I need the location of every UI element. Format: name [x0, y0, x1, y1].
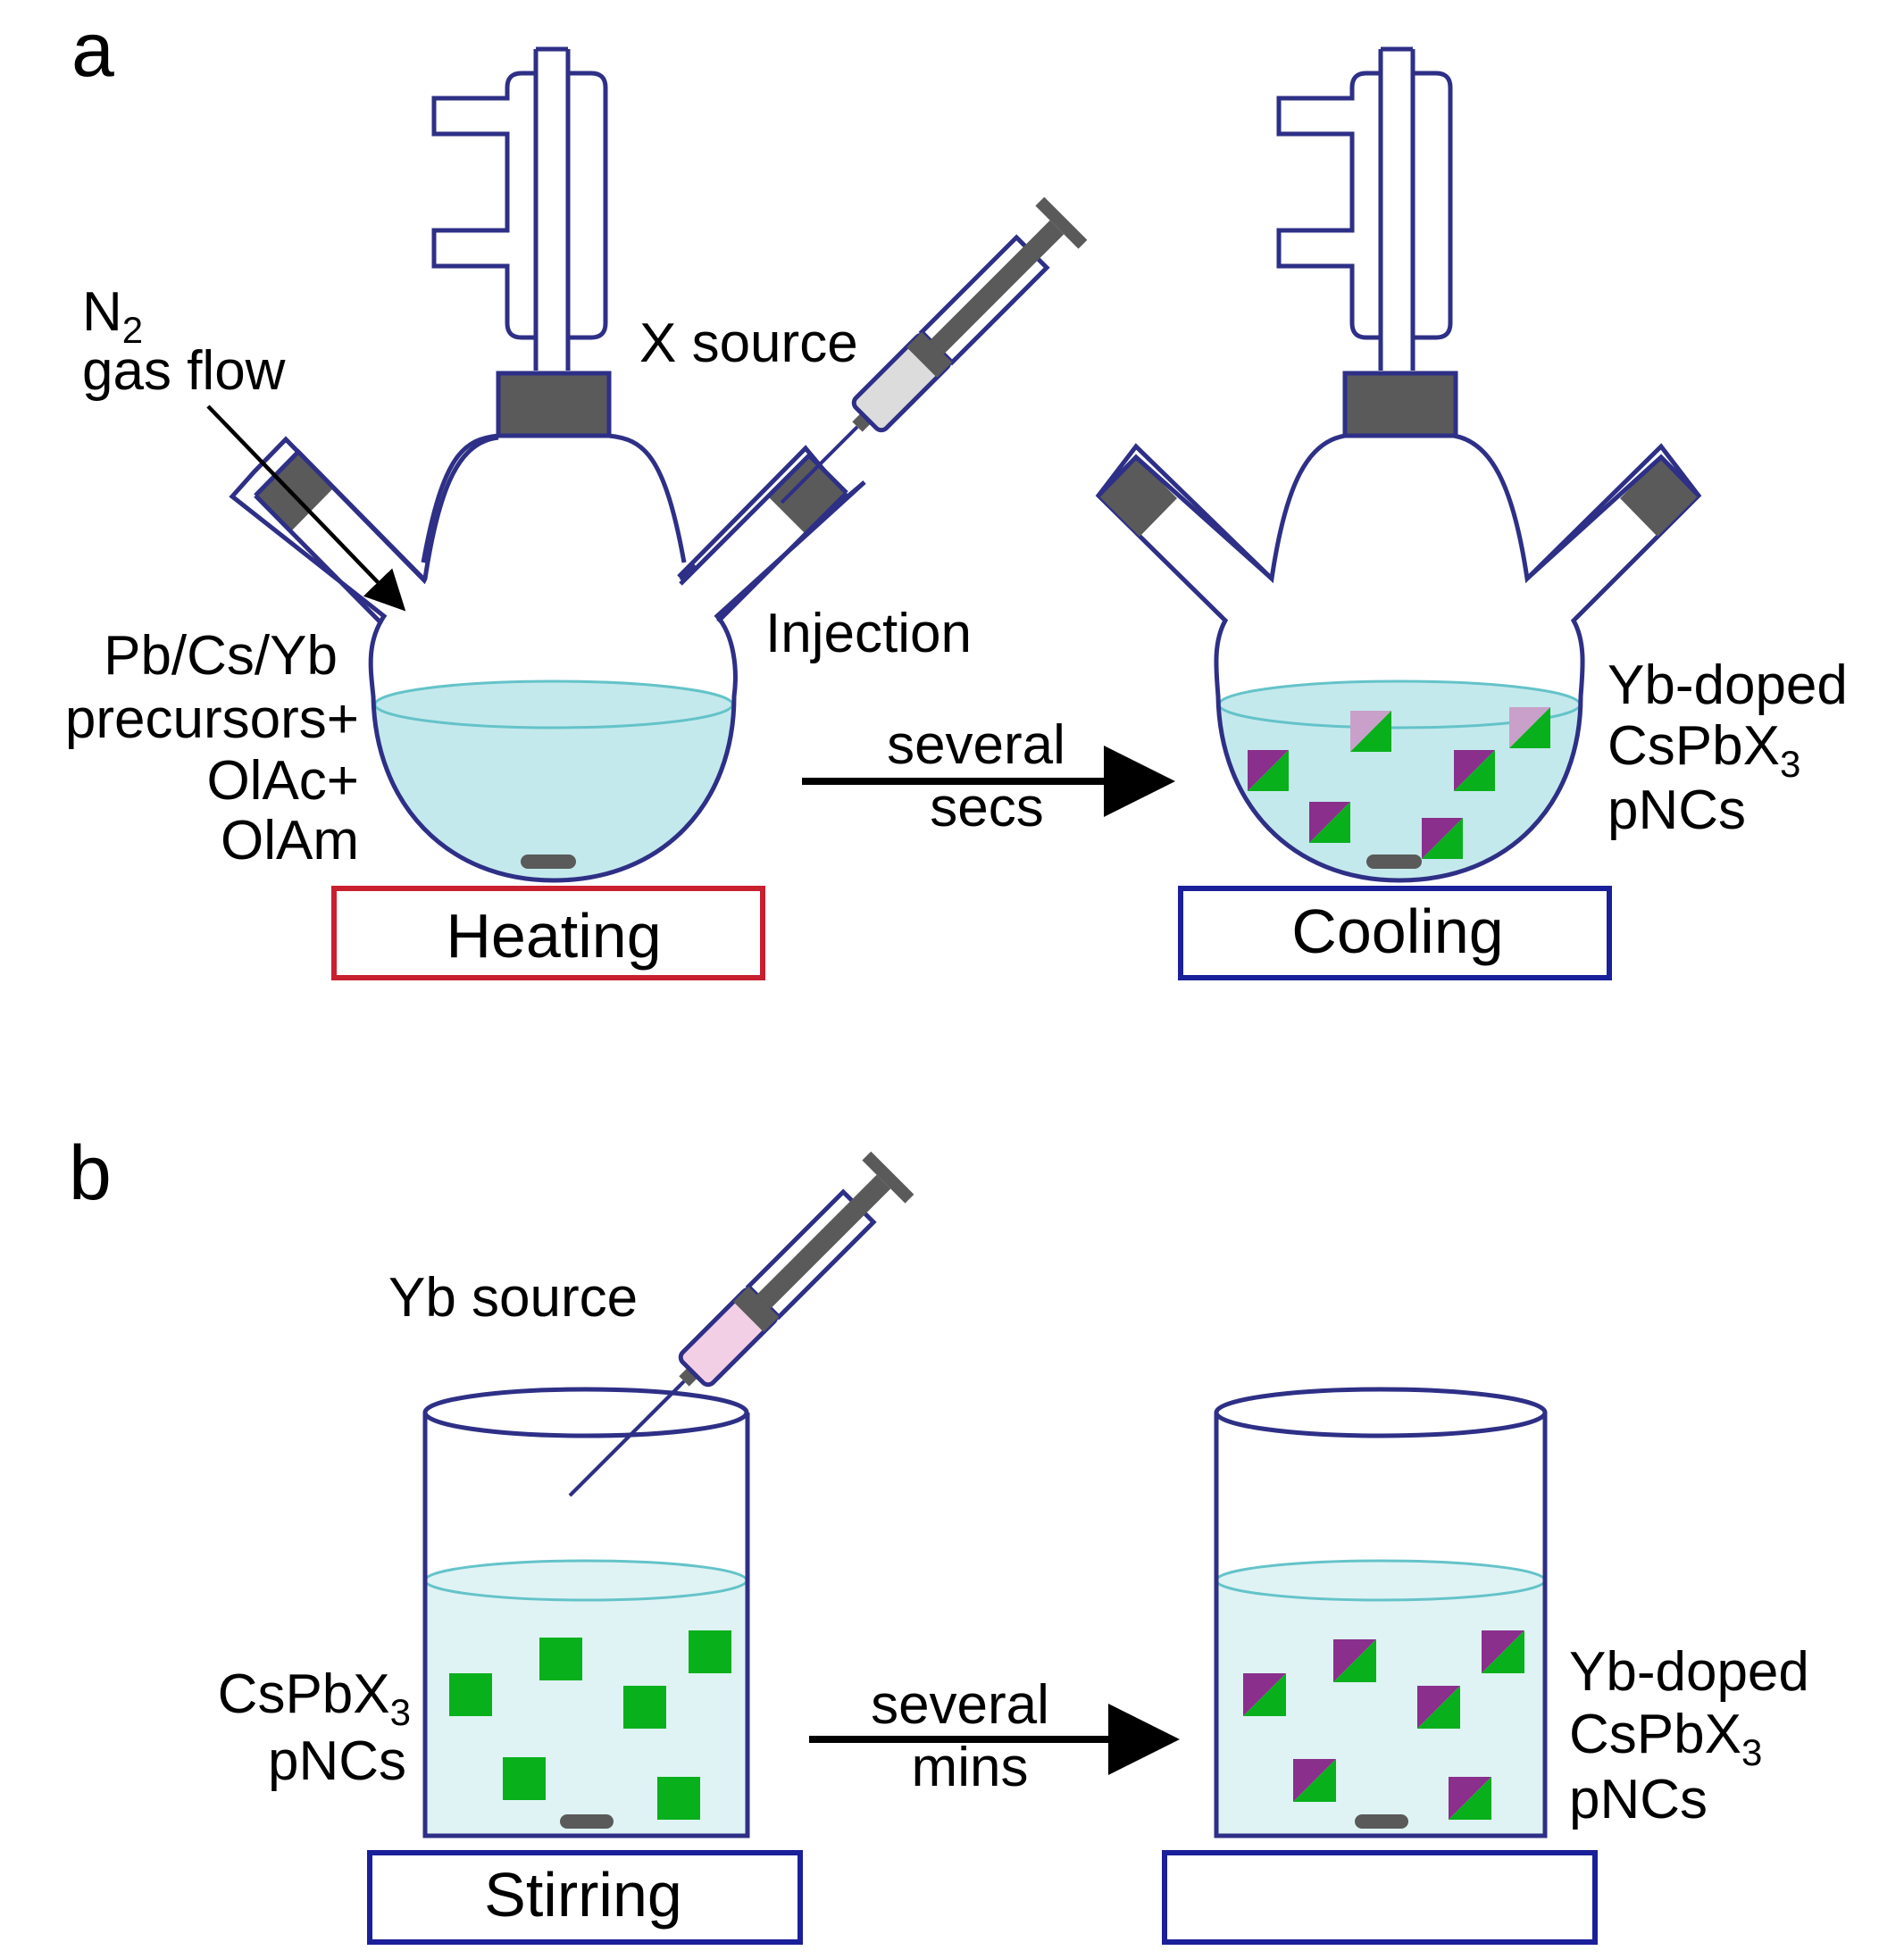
crystal	[657, 1777, 700, 1820]
svg-text:pNCs: pNCs	[1569, 1769, 1708, 1830]
product-label-b: Yb-doped CsPbX3 pNCs	[1569, 1641, 1809, 1830]
arrow-a-top-label: several	[887, 714, 1065, 776]
product-plate	[1162, 1850, 1598, 1945]
crystal	[623, 1686, 666, 1729]
doped-crystal	[1482, 1630, 1524, 1673]
svg-text:precursors+: precursors+	[65, 688, 359, 750]
svg-text:CsPbX3: CsPbX3	[1569, 1704, 1762, 1773]
crystal	[503, 1757, 546, 1800]
product-label-a: Yb-doped CsPbX3 pNCs	[1608, 654, 1848, 841]
flask-liquid	[375, 703, 734, 879]
condenser	[431, 46, 608, 371]
doped-crystal	[1417, 1686, 1460, 1729]
three-neck-flask-heating	[229, 46, 866, 883]
beaker-stirring	[422, 1387, 750, 1838]
arrow-a-bottom-label: secs	[930, 777, 1043, 838]
svg-text:OlAc+: OlAc+	[206, 750, 359, 812]
arrow-b-top-label: several	[871, 1674, 1049, 1736]
doped-crystal	[1293, 1759, 1336, 1802]
doped-crystal	[1454, 750, 1495, 791]
panel-b-label: b	[69, 1130, 112, 1216]
svg-text:Yb-doped: Yb-doped	[1569, 1641, 1809, 1703]
doped-crystal	[1509, 707, 1550, 748]
crystal	[449, 1673, 492, 1716]
stirring-label: Stirring	[484, 1860, 682, 1930]
beaker-product	[1214, 1387, 1548, 1838]
svg-text:Pb/Cs/Yb: Pb/Cs/Yb	[104, 625, 338, 687]
yb-source-label: Yb source	[388, 1267, 638, 1329]
svg-text:CsPbX3: CsPbX3	[218, 1663, 411, 1733]
stir-bar	[521, 854, 576, 869]
arrow-b-bottom-label: mins	[912, 1737, 1029, 1798]
doped-crystal	[1248, 750, 1289, 791]
svg-text:CsPbX3: CsPbX3	[1608, 715, 1800, 785]
doped-crystal	[1350, 711, 1391, 752]
doped-crystal	[1243, 1673, 1286, 1716]
cooling-plate	[1178, 886, 1612, 980]
stirring-plate	[367, 1850, 803, 1945]
heating-label: Heating	[446, 901, 661, 971]
crystal	[539, 1638, 582, 1680]
left-side-neck	[254, 448, 425, 624]
needle-in-beaker	[568, 1383, 682, 1497]
doped-crystal	[1309, 802, 1350, 843]
injection-label: Injection	[765, 603, 972, 664]
heating-plate	[331, 886, 765, 980]
right-side-neck	[679, 452, 848, 623]
yb-source-syringe	[569, 1151, 914, 1496]
doped-crystal	[1422, 818, 1463, 859]
svg-text:OlAm: OlAm	[221, 810, 359, 871]
flask-liquid-surface	[373, 679, 734, 729]
cooling-label: Cooling	[1291, 896, 1503, 966]
panel-a-label: a	[71, 7, 114, 93]
x-source-label: X source	[639, 313, 858, 374]
doped-crystal	[1449, 1777, 1491, 1820]
reactant-label-b: CsPbX3 pNCs	[218, 1663, 411, 1792]
gas-flow-label: gas flow	[82, 340, 286, 402]
precursors-label: Pb/Cs/Yb precursors+ OlAc+ OlAm	[65, 625, 359, 871]
n2-label: N2	[82, 281, 143, 351]
doped-crystal	[1333, 1639, 1376, 1682]
three-neck-flask-cooling	[1095, 46, 1702, 883]
svg-text:pNCs: pNCs	[1608, 779, 1746, 841]
gas-flow-arrow	[206, 404, 406, 612]
svg-text:pNCs: pNCs	[268, 1730, 406, 1792]
central-stopper	[498, 373, 609, 436]
svg-text:Yb-doped: Yb-doped	[1608, 654, 1848, 716]
crystal	[689, 1630, 731, 1673]
x-source-syringe	[780, 196, 1088, 504]
